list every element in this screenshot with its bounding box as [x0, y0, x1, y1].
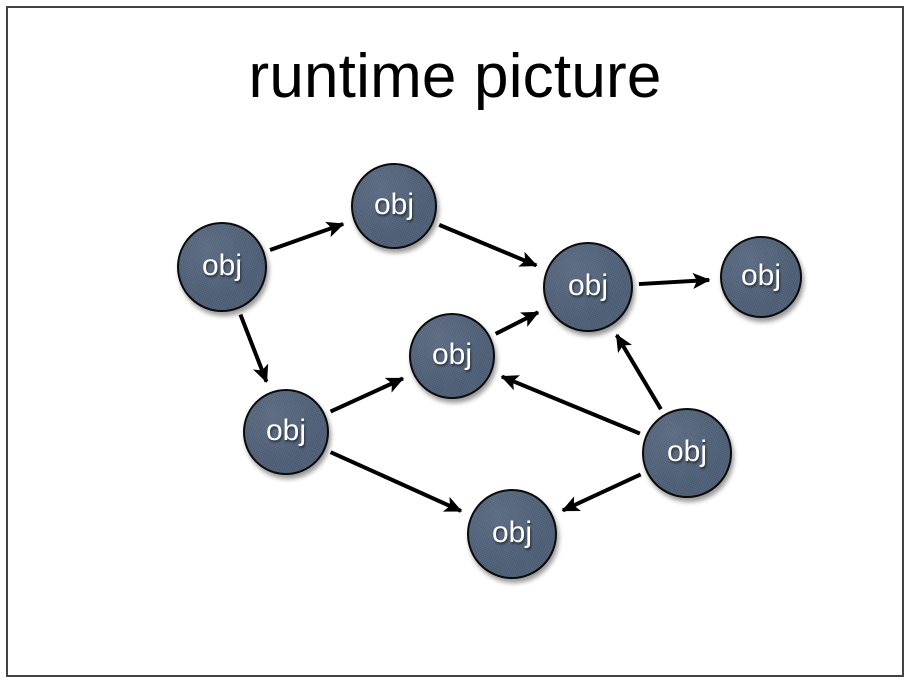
object-node[interactable]: obj [409, 313, 495, 399]
object-node-label: obj [431, 338, 473, 371]
reference-arrow [238, 313, 269, 383]
object-node-label: obj [666, 435, 708, 468]
object-node[interactable]: obj [243, 389, 329, 475]
edges-layer [238, 221, 711, 513]
object-node[interactable]: obj [543, 242, 633, 332]
reference-arrow [269, 221, 345, 252]
page-title: runtime picture [248, 42, 662, 111]
object-node-label: obj [265, 414, 307, 447]
object-node[interactable]: obj [467, 489, 557, 579]
object-node-label: obj [201, 249, 243, 282]
reference-arrow [500, 374, 641, 436]
object-node[interactable]: obj [177, 222, 267, 312]
object-node[interactable]: obj [720, 236, 802, 318]
object-node-label: obj [567, 269, 609, 302]
reference-arrow [438, 223, 538, 268]
reference-arrow [614, 333, 663, 411]
reference-arrow [638, 272, 711, 290]
object-node-label: obj [491, 516, 533, 549]
reference-arrow [329, 450, 463, 513]
object-node-label: obj [373, 188, 415, 221]
reference-arrow [329, 376, 405, 414]
object-node[interactable]: obj [642, 408, 732, 498]
object-node[interactable]: obj [351, 163, 437, 249]
reference-arrow [494, 310, 540, 336]
reference-arrow [561, 472, 642, 513]
object-node-label: obj [740, 259, 782, 292]
